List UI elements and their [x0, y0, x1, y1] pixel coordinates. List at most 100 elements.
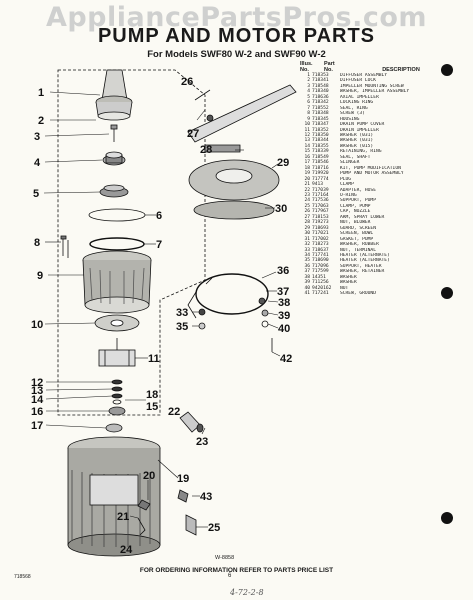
clamp-25 [185, 514, 197, 536]
assembly-outline [57, 69, 206, 416]
illus-number: 13 [304, 138, 310, 144]
callout-30: 30 [275, 203, 287, 215]
illus-number: 34 [304, 252, 310, 258]
callout-38: 38 [278, 297, 290, 309]
part-number: 717039 [312, 187, 329, 193]
part-number: 718353 [312, 73, 329, 78]
callout-37: 37 [277, 286, 289, 298]
illus-number: 36 [304, 263, 310, 269]
part-description: LOCKING RING [340, 100, 374, 106]
callout-40: 40 [278, 323, 290, 335]
part-number: 717096 [312, 263, 329, 269]
impeller-washer [102, 151, 126, 166]
part-number: 718350 [312, 132, 329, 138]
part-description: SLINGER [340, 160, 360, 166]
part-description: DRAIN PUMP COVER [340, 122, 385, 128]
binder-hole-icon [441, 287, 453, 299]
leader-lines [43, 91, 281, 528]
part-number: 718344 [312, 138, 329, 144]
part-description: DIFFUSER LOCK [340, 78, 376, 84]
part-number: 718273 [312, 242, 329, 248]
callout-7: 7 [156, 239, 162, 251]
part-number: 717967 [312, 209, 329, 215]
callout-22: 22 [168, 406, 180, 418]
part-description: AXIAL IMPELLER [340, 94, 379, 100]
callout-8: 8 [34, 237, 40, 249]
callout-33: 33 [176, 307, 188, 319]
part-number: 718347 [312, 122, 329, 128]
part-description: NUT, TERMINAL [340, 247, 376, 253]
callout-12: 12 [31, 377, 43, 389]
illus-number: 17 [304, 160, 310, 166]
illus-number: 20 [304, 176, 310, 182]
part-description: NUT, BLOWER [340, 220, 371, 226]
part-number: 711256 [312, 280, 329, 286]
callout-29: 29 [277, 157, 289, 169]
watermark: AppliancePartsPros.com [45, 2, 428, 33]
drain-pump-cover [94, 314, 140, 332]
part-description: HEATER (ALTERNATE) [340, 252, 390, 258]
illus-number: 16 [304, 154, 310, 160]
part-description: WASHER [340, 280, 357, 286]
illus-number: 30 [304, 231, 310, 237]
clamp-43 [177, 489, 189, 503]
part-description: DRAIN IMPELLER [340, 127, 379, 133]
part-number: 719273 [312, 220, 329, 226]
part-number: 718552 [312, 105, 329, 111]
part-description: DIFFUSER ASSEMBLY [340, 73, 388, 78]
part-description: WASHER [340, 274, 357, 280]
seal-ring [89, 237, 145, 251]
illus-number: 12 [304, 132, 310, 138]
illus-number: 10 [304, 122, 310, 128]
callout-13: 13 [31, 385, 43, 397]
slinger [105, 423, 123, 433]
part-number: 9420162 [312, 285, 332, 291]
part-description: HEATER (ALTERNATE) [340, 258, 390, 264]
callout-14: 14 [31, 394, 44, 406]
part-description: SUPPORT, PUMP [340, 198, 376, 204]
callout-25: 25 [208, 522, 220, 534]
part-number: 717536 [312, 198, 329, 204]
part-description: PLUG [340, 176, 352, 182]
callout-39: 39 [278, 310, 290, 322]
callout-10: 10 [31, 319, 43, 331]
part-description: CLAMP [340, 182, 354, 188]
part-description: CAP, NOZZLE [340, 209, 371, 215]
callout-24: 24 [120, 544, 133, 556]
part-description: ADAPTER, HOSE [340, 187, 376, 193]
illus-number: 26 [304, 209, 310, 215]
illus-number: 24 [304, 198, 310, 204]
part-number: 718352 [312, 127, 329, 133]
illus-number: 28 [304, 220, 310, 226]
callout-21: 21 [117, 511, 129, 523]
heater-hardware [258, 297, 273, 352]
illus-number: 39 [304, 280, 310, 286]
part-number: 718339 [312, 149, 329, 155]
illus-number: 29 [304, 225, 310, 231]
part-number: 718716 [312, 165, 329, 171]
pump-motor-assembly [67, 436, 161, 557]
page-title: PUMP AND MOTOR PARTS [97, 25, 376, 47]
callout-6: 6 [156, 210, 162, 222]
part-number: 718548 [312, 83, 329, 89]
terminal-washer [198, 322, 206, 330]
page-number: 6 [228, 573, 232, 579]
part-description: SEAL, RING [340, 105, 368, 111]
part-description: WASHER (015) [340, 143, 374, 149]
callout-26: 26 [181, 76, 193, 88]
